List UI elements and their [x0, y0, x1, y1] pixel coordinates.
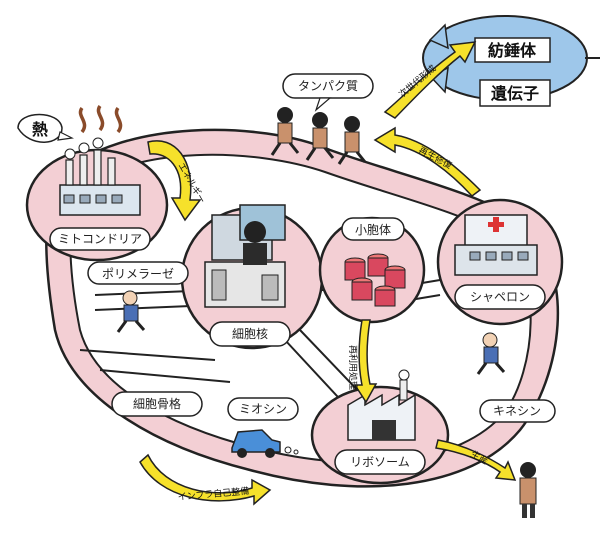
mitochondria-label: ミトコンドリア [58, 232, 142, 246]
ribosome-label: リボソーム [350, 455, 410, 469]
worker-figure-icon [270, 107, 367, 165]
cytoskeleton-callout: 細胞骨格 [111, 391, 203, 417]
gene-label: 遺伝子 [491, 84, 539, 103]
protein-label: タンパク質 [298, 78, 358, 93]
heat-wave-icon [78, 104, 123, 134]
worker-figure-icon [116, 290, 146, 333]
chaperone-node: シャペロン [436, 198, 564, 326]
kinesin-label: キネシン [493, 404, 541, 418]
myosin-label: ミオシン [239, 402, 287, 416]
heat-label: 熱 [32, 120, 48, 139]
mitochondria-node: ミトコンドリア [25, 137, 169, 262]
protein-callout: タンパク質 [282, 73, 374, 112]
myosin-callout: ミオシン [227, 397, 299, 458]
vesicle-label: 小胞体 [355, 223, 391, 237]
blimp-icon: 紡錘体 遺伝子 [422, 15, 600, 107]
worker-figure-icon [519, 462, 537, 518]
car-icon [231, 429, 299, 458]
polymerase-callout: ポリメラーゼ [87, 261, 189, 333]
vesicle-node: 小胞体 [318, 216, 426, 324]
worker-figure-icon [476, 332, 506, 375]
kinesin-callout: キネシン [476, 332, 556, 423]
barrel-icon [344, 253, 406, 307]
nucleus-label: 細胞核 [232, 327, 268, 341]
heat-callout: 熱 [17, 104, 123, 143]
ribosome-node: リボソーム [310, 369, 450, 485]
spindle-label: 紡錘体 [488, 41, 537, 60]
computer-icon [204, 204, 286, 308]
cytoskeleton-label: 細胞骨格 [133, 396, 181, 411]
recycle-arrow-label: 再利用処理 [347, 345, 359, 390]
repair-arrow-label: 再生修復 [417, 144, 454, 172]
hospital-icon [454, 214, 538, 276]
factory-icon [347, 369, 416, 441]
polymerase-label: ポリメラーゼ [102, 267, 174, 281]
nucleus-node: 細胞核 [180, 204, 324, 350]
chaperone-label: シャペロン [470, 290, 530, 304]
factory-icon [59, 137, 141, 216]
